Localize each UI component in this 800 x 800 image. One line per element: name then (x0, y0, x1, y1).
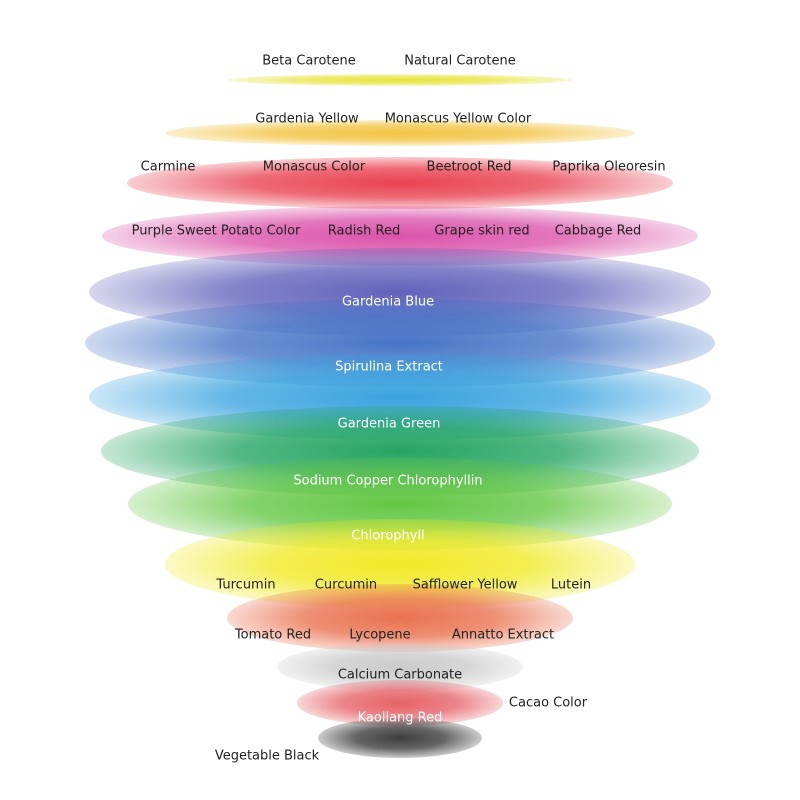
colorant-label: Safflower Yellow (413, 578, 518, 593)
colorant-label: Monascus Color (263, 160, 366, 175)
colorant-label: Annatto Extract (452, 628, 554, 643)
colorant-label: Kaollang Red (358, 711, 443, 726)
colorant-label: Curcumin (315, 578, 377, 593)
layer-ellipse-l2 (165, 120, 635, 146)
colorant-label: Purple Sweet Potato Color (132, 224, 301, 239)
colorant-label: Carmine (141, 160, 196, 175)
colorant-label: Spirulina Extract (335, 360, 443, 375)
layer-ellipse-l11 (227, 584, 573, 652)
colorant-label: Paprika Oleoresin (552, 160, 665, 175)
colorant-label: Chlorophyll (351, 529, 424, 544)
colorant-label: Gardenia Yellow (255, 112, 359, 127)
outside-labels: Cacao Color Vegetable Black (215, 696, 588, 764)
colorant-label: Lycopene (349, 628, 410, 643)
colorant-label: Monascus Yellow Color (385, 112, 532, 127)
colorant-label: Sodium Copper Chlorophyllin (293, 474, 482, 489)
colorant-label: Gardenia Green (338, 417, 441, 432)
colorant-label: Beetroot Red (427, 160, 512, 175)
colorant-label: Calcium Carbonate (338, 668, 462, 683)
colorant-label: Gardenia Blue (342, 295, 434, 310)
layer-ellipse-l12 (277, 643, 523, 691)
colorant-label: Natural Carotene (404, 54, 515, 69)
colorant-label: Cabbage Red (555, 224, 642, 239)
layer-ellipses (85, 74, 715, 758)
colorant-label: Tomato Red (234, 628, 311, 643)
colorant-label: Lutein (551, 578, 591, 593)
layer-ellipse-l4 (102, 206, 698, 266)
colorant-label: Grape skin red (434, 224, 529, 239)
layer-ellipse-l13 (297, 680, 503, 726)
layer-ellipse-l3 (127, 157, 673, 209)
label-vegetable-black: Vegetable Black (215, 749, 320, 764)
label-cacao-color: Cacao Color (509, 696, 588, 711)
colorant-label: Radish Red (328, 224, 400, 239)
layer-ellipse-l10 (165, 519, 635, 609)
layer-ellipse-l9 (128, 458, 672, 550)
layer-ellipse-l1 (228, 74, 572, 86)
colorant-label: Turcumin (215, 578, 275, 593)
layer-ellipse-l14 (318, 718, 482, 758)
colorant-label: Beta Carotene (262, 54, 356, 69)
